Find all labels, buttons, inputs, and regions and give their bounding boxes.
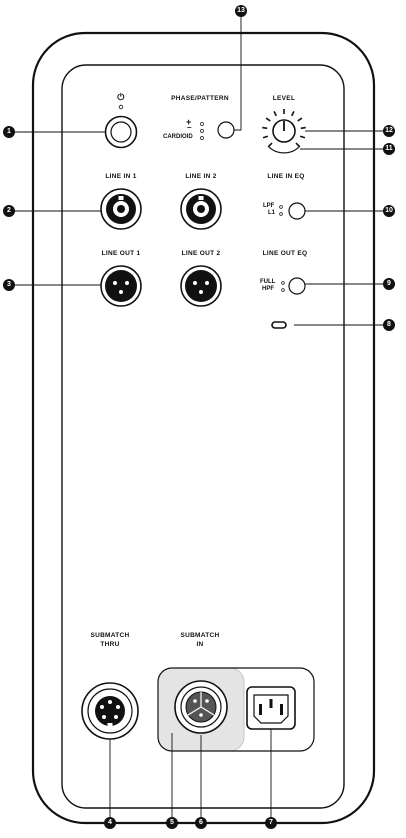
lpf-label: LPF: [263, 203, 275, 209]
level-tick: [297, 117, 303, 122]
level-tick: [273, 111, 277, 117]
callout-12: 12: [383, 125, 395, 137]
callout-1: 1: [3, 126, 15, 138]
submatch-in-label-line2: IN: [196, 641, 204, 648]
callout-4: 4: [104, 817, 116, 829]
submatch-thru-connector[interactable]: [81, 682, 139, 740]
line-in-1-label: LINE IN 1: [105, 173, 137, 180]
inner-panel-outline: [61, 64, 345, 809]
line-out-eq-leds: [281, 281, 285, 292]
phase-minus-label: –: [187, 123, 192, 132]
level-label: LEVEL: [272, 95, 296, 102]
phase-pattern-label: PHASE/PATTERN: [171, 95, 229, 102]
phase-leds: [200, 122, 204, 140]
callout-leader-lines: [14, 17, 384, 818]
level-tick: [291, 111, 295, 117]
line-out-eq-button[interactable]: [288, 277, 306, 295]
line-out-2-xlr-jack[interactable]: [180, 265, 222, 307]
level-ring-indicator: [267, 145, 301, 154]
callout-5: 5: [166, 817, 178, 829]
submatch-thru-label-line2: THRU: [100, 641, 120, 648]
phase-plus-label: +: [186, 117, 192, 127]
callout-11: 11: [383, 143, 395, 155]
callout-13: 13: [235, 5, 247, 17]
line-out-eq-label: LINE OUT EQ: [262, 250, 308, 257]
callout-8: 8: [383, 319, 395, 331]
phase-pattern-button[interactable]: [217, 121, 235, 139]
line-in-2-combo-jack[interactable]: [180, 188, 222, 230]
ac-power-inlet[interactable]: [246, 686, 296, 730]
level-tick: [265, 117, 271, 122]
hpf-label: HPF: [262, 286, 274, 292]
line-out-1-label: LINE OUT 1: [101, 250, 141, 257]
line-out-2-label: LINE OUT 2: [181, 250, 221, 257]
callout-2: 2: [3, 205, 15, 217]
cardioid-label: CARDIOID: [163, 134, 193, 140]
callout-6: 6: [195, 817, 207, 829]
power-button[interactable]: [104, 115, 138, 149]
callout-7: 7: [265, 817, 277, 829]
callout-10: 10: [383, 205, 395, 217]
level-knob[interactable]: [272, 119, 296, 143]
power-area-outline: [157, 667, 315, 752]
power-indicator-led: [118, 104, 124, 110]
line-in-eq-label: LINE IN EQ: [267, 173, 305, 180]
line-in-2-label: LINE IN 2: [185, 173, 217, 180]
submatch-thru-label-line1: SUBMATCH: [90, 632, 130, 639]
power-icon: ⏻: [117, 92, 125, 102]
level-tick: [295, 142, 301, 148]
level-tick: [300, 126, 306, 130]
submatch-in-connector[interactable]: [174, 680, 228, 734]
line-out-1-xlr-jack[interactable]: [100, 265, 142, 307]
callout-9: 9: [383, 278, 395, 290]
level-tick: [299, 135, 306, 139]
full-label: FULL: [260, 279, 276, 285]
level-tick: [267, 142, 273, 148]
level-tick: [262, 135, 269, 139]
level-scale-ticks: [262, 109, 306, 148]
line-in-1-combo-jack[interactable]: [100, 188, 142, 230]
submatch-in-label-line1: SUBMATCH: [180, 632, 220, 639]
level-tick: [262, 126, 268, 130]
callout-3: 3: [3, 279, 15, 291]
l1-label: L1: [268, 210, 276, 216]
line-in-eq-leds: [279, 205, 283, 216]
line-in-eq-button[interactable]: [288, 202, 306, 220]
usb-c-port[interactable]: [271, 321, 287, 329]
